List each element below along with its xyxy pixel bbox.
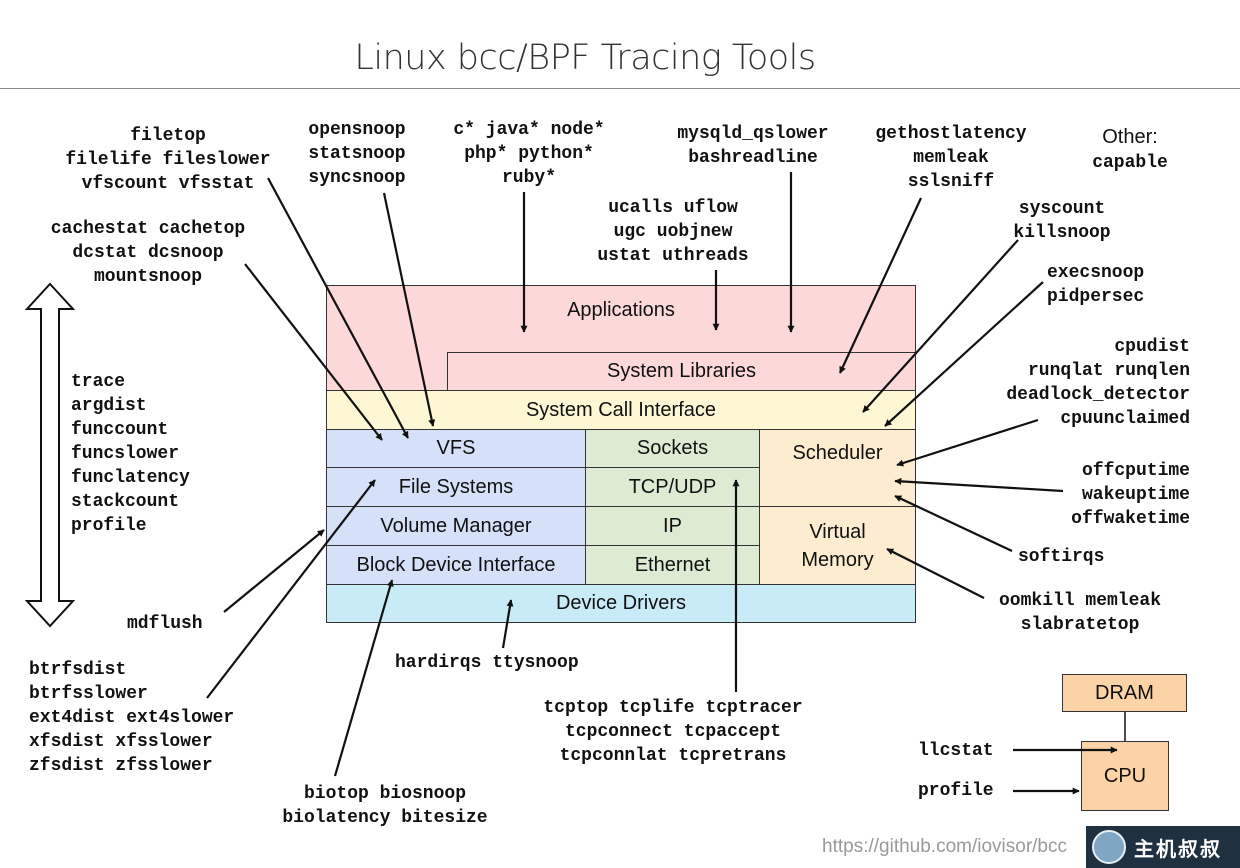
dram-box: DRAM — [1062, 674, 1187, 712]
arrow-btrfs-to-fs — [206, 479, 376, 699]
virtual-memory-label: Virtual Memory — [801, 520, 874, 571]
other-label: Other: — [1102, 126, 1158, 148]
tools-cachestat: cachestat cachetop dcstat dcsnoop mounts… — [50, 219, 246, 287]
tools-syscount: syscount killsnoop — [1013, 199, 1111, 243]
vfs-box: VFS — [326, 429, 586, 468]
system-call-interface-label: System Call Interface — [525, 398, 717, 421]
tcp-udp-box: TCP/UDP — [585, 467, 760, 507]
tools-offcputime: offcputime wakeuptime offwaketime — [1071, 461, 1190, 529]
device-drivers-box: Device Drivers — [326, 584, 916, 623]
tools-opensnoop: opensnoop statsnoop syncsnoop — [308, 120, 406, 188]
system-libraries-label: System Libraries — [607, 360, 756, 382]
title-divider — [0, 88, 1240, 89]
arrow-biotop-to-block — [333, 579, 394, 777]
arrow-offcputime-to-scheduler — [894, 477, 1064, 493]
logo-text: 主机叔叔 — [1134, 836, 1222, 861]
arrow-softirqs-to-scheduler — [894, 495, 1013, 552]
tools-biotop: biotop biosnoop biolatency bitesize — [282, 784, 488, 828]
page-title: Linux bcc/BPF Tracing Tools — [354, 38, 816, 78]
tools-language: c* java* node* php* python* ruby* — [453, 120, 605, 188]
ethernet-label: Ethernet — [634, 553, 711, 576]
tools-mysqld: mysqld_qslower bashreadline — [677, 124, 829, 168]
block-device-interface-label: Block Device Interface — [356, 553, 556, 576]
tools-llcstat: llcstat — [918, 741, 994, 761]
system-call-interface-box: System Call Interface — [326, 390, 916, 430]
watermark-logo: 主机叔叔 — [1086, 826, 1240, 868]
vfs-label: VFS — [436, 437, 476, 459]
arrow-mdflush-to-volume — [223, 529, 325, 613]
tools-cpudist: cpudist runqlat runqlen deadlock_detecto… — [1006, 337, 1190, 429]
arrow-syscount-to-syscall — [862, 239, 1019, 413]
cpu-label: CPU — [1103, 764, 1147, 787]
full-stack-double-arrow-icon — [24, 282, 76, 628]
tools-gethostlatency: gethostlatency memleak sslsniff — [875, 124, 1027, 192]
tools-trace: trace argdist funccount funcslower funcl… — [71, 372, 190, 536]
tools-profile-cpu: profile — [918, 781, 994, 801]
tools-tcptop: tcptop tcplife tcptracer tcpconnect tcpa… — [543, 698, 803, 766]
arrow-cachestat-to-vfs — [244, 263, 383, 441]
tools-mdflush: mdflush — [127, 614, 203, 634]
tools-capable: capable — [1092, 153, 1168, 173]
arrow-oomkill-to-vm — [886, 548, 985, 599]
source-url[interactable]: https://github.com/iovisor/bcc — [822, 836, 1067, 857]
sockets-box: Sockets — [585, 429, 760, 468]
ip-label: IP — [663, 514, 682, 537]
tools-softirqs: softirqs — [1018, 547, 1105, 567]
tools-oomkill: oomkill memleak slabratetop — [998, 591, 1162, 635]
tools-filetop: filetop filelife fileslower vfscount vfs… — [65, 126, 271, 194]
tools-execsnoop: execsnoop pidpersec — [1047, 263, 1145, 307]
ethernet-box: Ethernet — [585, 545, 760, 585]
tools-hardirqs: hardirqs ttysnoop — [395, 653, 579, 673]
logo-avatar-icon — [1092, 830, 1126, 864]
file-systems-box: File Systems — [326, 467, 586, 507]
arrow-cpudist-to-scheduler — [896, 418, 1039, 467]
arrow-hardirqs-to-drivers — [501, 599, 514, 649]
virtual-memory-box: Virtual Memory — [759, 506, 916, 585]
dram-label: DRAM — [1095, 681, 1154, 704]
tools-ucalls: ucalls uflow ugc uobjnew ustat uthreads — [597, 198, 749, 266]
tools-btrfsdist: btrfsdist btrfsslower ext4dist ext4slowe… — [29, 660, 235, 776]
volume-manager-label: Volume Manager — [380, 514, 532, 537]
scheduler-label: Scheduler — [792, 442, 883, 464]
arrow-opensnoop-to-vfs — [382, 192, 436, 427]
arrow-gethostlatency-to-libraries — [839, 197, 922, 374]
arrow-filetop-to-vfs — [267, 177, 409, 439]
block-device-interface-box: Block Device Interface — [326, 545, 586, 585]
sockets-label: Sockets — [636, 437, 709, 459]
volume-manager-box: Volume Manager — [326, 506, 586, 546]
file-systems-label: File Systems — [398, 475, 514, 498]
scheduler-box: Scheduler — [759, 429, 916, 507]
arrow-execsnoop-to-syscall — [884, 281, 1044, 427]
system-libraries-box: System Libraries — [447, 352, 916, 391]
cpu-box: CPU — [1081, 741, 1169, 811]
device-drivers-label: Device Drivers — [555, 592, 687, 614]
applications-label: Applications — [567, 299, 675, 321]
tcp-udp-label: TCP/UDP — [628, 475, 717, 498]
